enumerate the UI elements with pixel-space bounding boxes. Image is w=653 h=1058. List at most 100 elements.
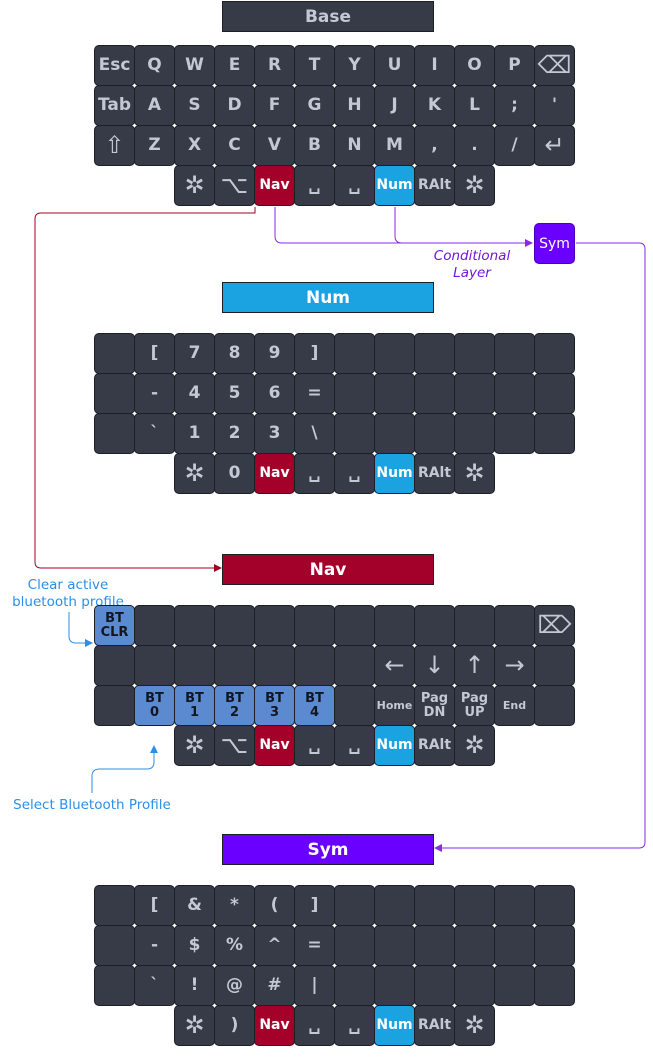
thumb-key-nav-0: ✲ xyxy=(174,725,215,766)
thumb-key-num-0: ✲ xyxy=(174,453,215,494)
key-num-r0-c10 xyxy=(494,333,535,374)
arrow-num-to-conditional-sym xyxy=(394,207,532,244)
key-num-r1-c5: = xyxy=(294,373,335,414)
key-base-r2-c10: / xyxy=(494,125,535,166)
key-num-r0-c3: 8 xyxy=(214,333,255,374)
thumb-key-nav-4: ␣ xyxy=(334,725,375,766)
key-nav-r0-c4 xyxy=(254,605,295,646)
key-num-r2-c2: 1 xyxy=(174,413,215,454)
key-sym-r0-c11 xyxy=(534,885,575,926)
thumb-key-base-7: ✲ xyxy=(454,165,495,206)
layer-title-nav: Nav xyxy=(222,554,434,585)
thumb-key-nav-7: ✲ xyxy=(454,725,495,766)
key-num-r2-c5: \ xyxy=(294,413,335,454)
key-num-r1-c6 xyxy=(334,373,375,414)
key-base-r0-c6: Y xyxy=(334,45,375,86)
thumb-key-num-6: RAlt xyxy=(414,453,455,494)
key-base-r2-c3: C xyxy=(214,125,255,166)
arrow-conditional-sym-to-sym-layer xyxy=(434,242,646,852)
key-num-r2-c7 xyxy=(374,413,415,454)
key-nav-r1-c4 xyxy=(254,645,295,686)
key-base-r2-c6: N xyxy=(334,125,375,166)
key-sym-r0-c4: ( xyxy=(254,885,295,926)
thumb-key-base-4: ␣ xyxy=(334,165,375,206)
key-sym-r1-c1: - xyxy=(134,925,175,966)
key-nav-r0-c3 xyxy=(214,605,255,646)
key-base-r0-c11: ⌫ xyxy=(534,45,575,86)
key-num-r1-c7 xyxy=(374,373,415,414)
key-base-r0-c1: Q xyxy=(134,45,175,86)
key-sym-r0-c5: ] xyxy=(294,885,335,926)
thumb-key-nav-2: Nav xyxy=(254,725,295,766)
key-base-r2-c2: X xyxy=(174,125,215,166)
thumb-key-sym-6: RAlt xyxy=(414,1005,455,1046)
key-sym-r1-c9 xyxy=(454,925,495,966)
key-nav-r0-c8 xyxy=(414,605,455,646)
key-sym-r2-c7 xyxy=(374,965,415,1006)
key-nav-r0-c7 xyxy=(374,605,415,646)
key-base-r0-c2: W xyxy=(174,45,215,86)
thumb-key-nav-5: Num xyxy=(374,725,415,766)
layer-title-num: Num xyxy=(222,282,434,313)
thumb-key-sym-7: ✲ xyxy=(454,1005,495,1046)
key-nav-r2-c11 xyxy=(534,685,575,726)
key-sym-r2-c5: | xyxy=(294,965,335,1006)
key-nav-r1-c3 xyxy=(214,645,255,686)
key-base-r1-c3: D xyxy=(214,85,255,126)
key-sym-r1-c10 xyxy=(494,925,535,966)
key-sym-r2-c0 xyxy=(94,965,135,1006)
key-num-r0-c7 xyxy=(374,333,415,374)
key-nav-r0-c9 xyxy=(454,605,495,646)
key-base-r1-c8: K xyxy=(414,85,455,126)
key-sym-r0-c8 xyxy=(414,885,455,926)
thumb-key-nav-6: RAlt xyxy=(414,725,455,766)
key-base-r0-c0: Esc xyxy=(94,45,135,86)
key-base-r1-c1: A xyxy=(134,85,175,126)
conditional-layer-caption: Conditional Layer xyxy=(433,248,511,281)
key-sym-r0-c9 xyxy=(454,885,495,926)
key-nav-r1-c6 xyxy=(334,645,375,686)
key-base-r1-c4: F xyxy=(254,85,295,126)
key-num-r0-c2: 7 xyxy=(174,333,215,374)
key-nav-r0-c6 xyxy=(334,605,375,646)
thumb-key-num-3: ␣ xyxy=(294,453,335,494)
key-sym-r1-c6 xyxy=(334,925,375,966)
key-num-r0-c1: [ xyxy=(134,333,175,374)
key-num-r1-c2: 4 xyxy=(174,373,215,414)
key-num-r0-c11 xyxy=(534,333,575,374)
arrow-nav-to-conditional-sym xyxy=(274,207,533,247)
key-nav-r2-c10: End xyxy=(494,685,535,726)
key-num-r1-c9 xyxy=(454,373,495,414)
layer-title-base: Base xyxy=(222,1,434,32)
key-num-r2-c3: 2 xyxy=(214,413,255,454)
key-base-r0-c3: E xyxy=(214,45,255,86)
key-num-r2-c8 xyxy=(414,413,455,454)
key-num-r1-c0 xyxy=(94,373,135,414)
key-num-r1-c8 xyxy=(414,373,455,414)
key-num-r1-c1: - xyxy=(134,373,175,414)
key-base-r0-c7: U xyxy=(374,45,415,86)
thumb-key-base-3: ␣ xyxy=(294,165,335,206)
thumb-key-base-5: Num xyxy=(374,165,415,206)
key-num-r1-c4: 6 xyxy=(254,373,295,414)
key-base-r1-c11: ' xyxy=(534,85,575,126)
thumb-key-num-2: Nav xyxy=(254,453,295,494)
key-num-r1-c3: 5 xyxy=(214,373,255,414)
key-sym-r2-c9 xyxy=(454,965,495,1006)
thumb-key-nav-3: ␣ xyxy=(294,725,335,766)
thumb-key-sym-1: ) xyxy=(214,1005,255,1046)
thumb-key-num-1: 0 xyxy=(214,453,255,494)
key-nav-r1-c5 xyxy=(294,645,335,686)
key-base-r0-c10: P xyxy=(494,45,535,86)
key-nav-r1-c11 xyxy=(534,645,575,686)
key-num-r0-c4: 9 xyxy=(254,333,295,374)
key-sym-r2-c8 xyxy=(414,965,455,1006)
